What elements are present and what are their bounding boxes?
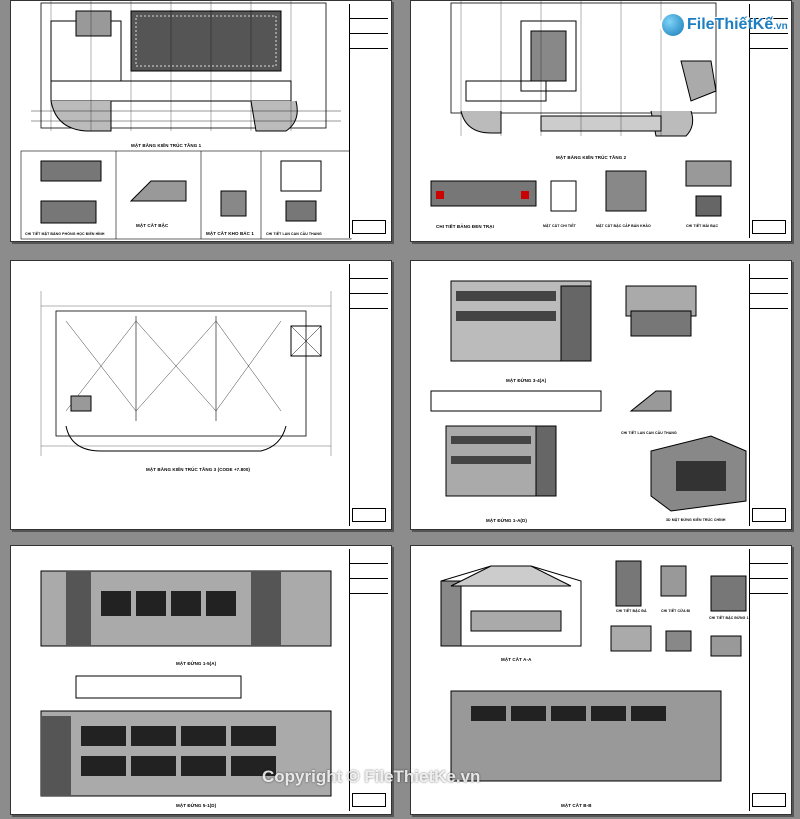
logo-brand: FileThiếtKế xyxy=(687,16,774,33)
sheet-2-caption-5: CHI TIẾT MÁI BẠC xyxy=(686,224,719,228)
drawing-sheet-2[interactable]: MẶT BẰNG KIẾN TRÚC TẦNG 2 CHI TIẾT BẢNG … xyxy=(410,0,792,242)
site-logo[interactable]: FileThiếtKế.vn xyxy=(662,14,788,36)
sheet-1-caption-3: MẶT CẮT KHO BÁC 1 xyxy=(206,231,254,236)
sheet-1-caption-2: MẶT CẮT BẬC xyxy=(136,223,169,228)
sheet-6-caption-4: CHI TIẾT CỬA ĐI xyxy=(661,609,691,613)
copyright-watermark: Copyright © FileThietKe.vn xyxy=(262,767,481,786)
sheet-6-caption-1: MẶT CẮT A-A xyxy=(501,657,532,662)
sheet-2-caption-2: CHI TIẾT BẢNG ĐEN TRẠI xyxy=(436,224,494,229)
sections-and-details xyxy=(440,560,747,782)
drawing-sheet-4[interactable]: MẶT ĐỨNG 3-4(A) MẶT ĐỨNG 1-A(D) CHI TIẾT… xyxy=(410,260,792,530)
elevations-and-3d-view xyxy=(430,280,747,512)
sheet-1-caption-5: CHI TIẾT LAN CAN CẦU THANG xyxy=(266,232,322,236)
sheet-6-caption-3: CHI TIẾT BẬC ĐÁ xyxy=(616,609,647,613)
sheet-4-caption-2: MẶT ĐỨNG 1-A(D) xyxy=(486,518,527,523)
title-block xyxy=(749,264,788,526)
title-block xyxy=(349,264,388,526)
sheet-4-caption-1: MẶT ĐỨNG 3-4(A) xyxy=(506,378,547,383)
sheet-2-caption-4: MẶT CẮT BẬC CẤP BÁN KHẢO xyxy=(596,224,651,228)
sheet-4-caption-4: 3D MẶT ĐỨNG KIẾN TRÚC CHÍNH xyxy=(666,518,726,522)
sheet-3-title: MẶT BẰNG KIẾN TRÚC TẦNG 3 (CODE +7.800) xyxy=(146,467,251,472)
sheet-1-caption-4: CHI TIẾT MẶT BẰNG PHÒNG HỌC ĐIỂN HÌNH xyxy=(25,232,105,236)
title-block xyxy=(349,4,388,238)
sheet-4-caption-3: CHI TIẾT LAN CAN CẦU THANG xyxy=(621,431,677,435)
floor-plan-level-3 xyxy=(40,291,332,456)
drawing-sheet-5[interactable]: MẶT ĐỨNG 1-5(A) MẶT ĐỨNG 5-1(D) xyxy=(10,545,392,815)
sheet-2-title: MẶT BẰNG KIẾN TRÚC TẦNG 2 xyxy=(556,155,627,160)
floor-plan-level-1 xyxy=(20,1,352,240)
title-block xyxy=(349,549,388,811)
sheet-1-title: MẶT BẰNG KIẾN TRÚC TẦNG 1 xyxy=(131,143,202,148)
sheet-5-caption-1: MẶT ĐỨNG 1-5(A) xyxy=(176,661,217,666)
sheet-5-caption-2: MẶT ĐỨNG 5-1(D) xyxy=(176,803,217,808)
front-and-rear-elevations xyxy=(40,570,332,797)
sheet-6-caption-5: CHI TIẾT BẬC ĐỨNG 1 xyxy=(709,616,749,620)
sheet-2-caption-3: MẶT CẮT CHI TIẾT xyxy=(543,224,576,228)
title-block xyxy=(749,549,788,811)
drawing-sheet-6[interactable]: MẶT CẮT A-A MẶT CẮT B-B CHI TIẾT BẬC ĐÁ … xyxy=(410,545,792,815)
logo-suffix: .vn xyxy=(773,21,788,32)
drawing-sheet-3[interactable]: MẶT BẰNG KIẾN TRÚC TẦNG 3 (CODE +7.800) xyxy=(10,260,392,530)
title-block xyxy=(749,4,788,238)
logo-icon xyxy=(662,14,684,36)
drawing-sheet-1[interactable]: MẶT BẰNG KIẾN TRÚC TẦNG 1 MẶT CẮT BẬC MẶ… xyxy=(10,0,392,242)
sheet-6-caption-2: MẶT CẮT B-B xyxy=(561,803,592,808)
floor-plan-level-2 xyxy=(430,1,732,217)
